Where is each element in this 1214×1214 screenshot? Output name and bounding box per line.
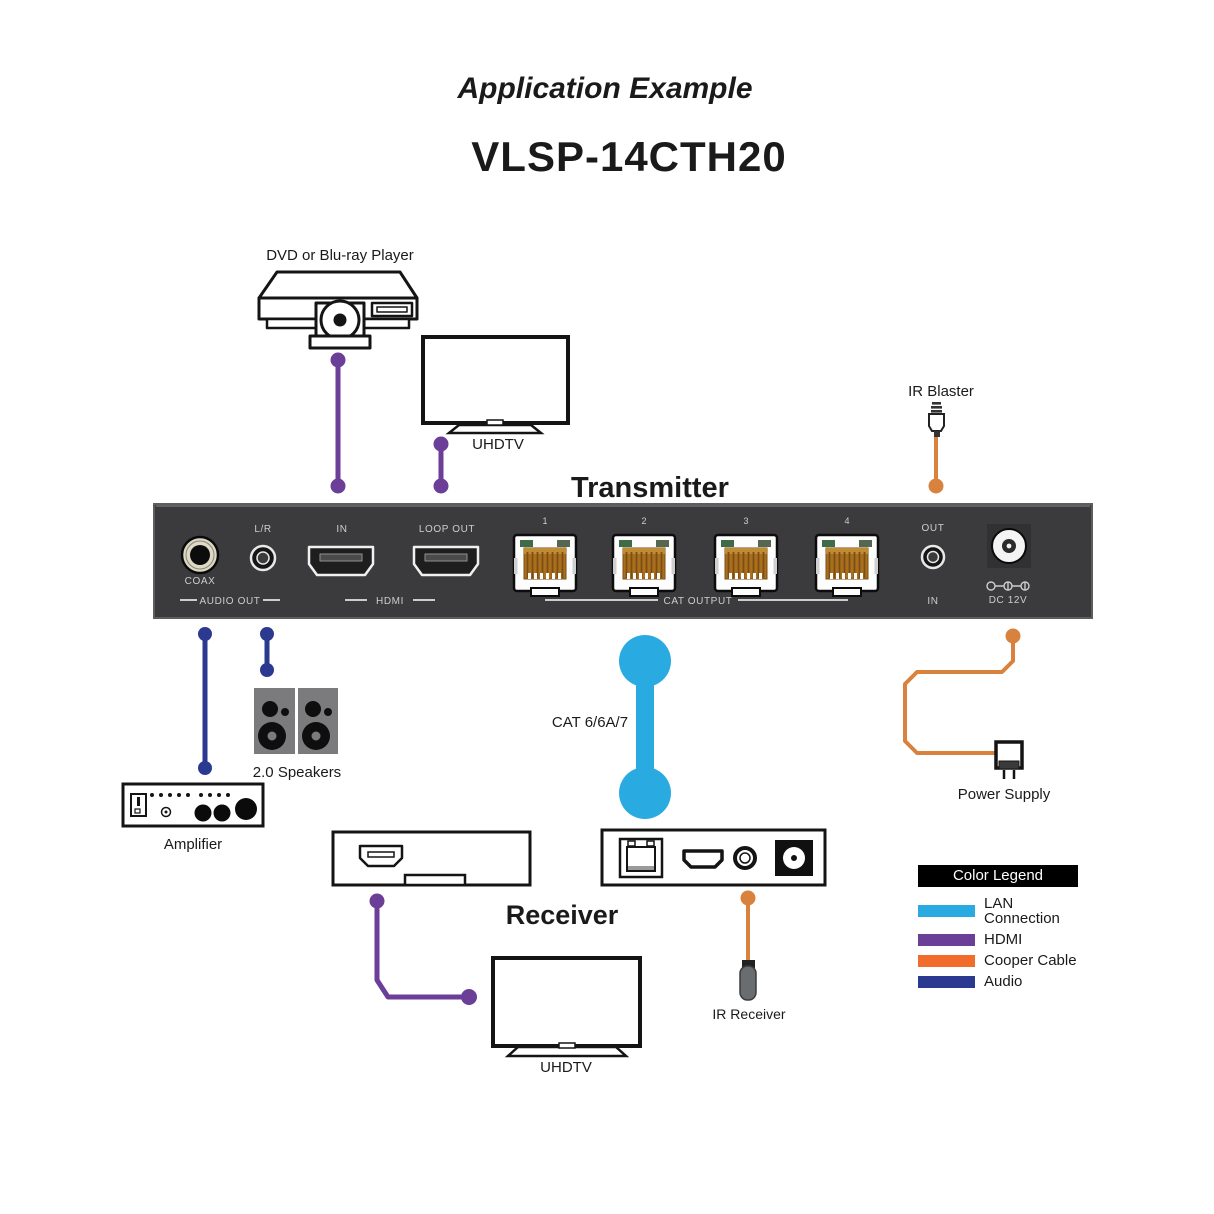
hdmi-in-port-label: IN [336, 524, 347, 535]
uhdtv-top-label: UHDTV [472, 436, 524, 453]
legend-swatch-hdmi [918, 933, 975, 946]
ir-out-port [920, 544, 946, 570]
cat-port-1-label: 1 [542, 516, 547, 526]
loop-out-port-label: LOOP OUT [419, 524, 475, 535]
coax-port [180, 535, 220, 575]
page-title: Application Example [456, 72, 752, 105]
ir-blaster-label: IR Blaster [908, 383, 974, 400]
rj45-ports [512, 533, 880, 597]
legend-label-hdmi: HDMI [984, 931, 1023, 948]
legend-row-lan: LAN Connection [918, 896, 1078, 926]
amplifier-icon [121, 782, 265, 828]
color-legend-title: Color Legend [918, 865, 1078, 887]
legend-label-copper: Cooper Cable [984, 952, 1077, 969]
receiver-label: Receiver [506, 900, 619, 930]
rj45-port [713, 533, 779, 597]
speakers-icon [254, 688, 338, 754]
cat-cable-label: CAT 6/6A/7 [552, 714, 628, 731]
legend-swatch-lan [918, 905, 975, 917]
coax-port-label: COAX [185, 576, 216, 587]
lan-cable-icon [619, 635, 671, 819]
audio-cable-lr-to-speakers [260, 627, 274, 677]
dc-power-port [987, 524, 1031, 568]
audio-out-group-label: AUDIO OUT [200, 596, 261, 607]
model-number: VLSP-14CTH20 [471, 133, 786, 180]
receiver-rj45-icon [618, 837, 664, 879]
dvd-player-label: DVD or Blu-ray Player [266, 247, 414, 264]
cat-output-group-label: CAT OUTPUT [664, 596, 733, 607]
legend-row-copper: Cooper Cable [918, 953, 1078, 968]
legend-row-audio: Audio [918, 974, 1078, 989]
receiver-rear-box [600, 828, 827, 887]
ir-receiver-icon [739, 960, 757, 1001]
receiver-ir-jack-icon [733, 846, 757, 870]
power-supply-label: Power Supply [958, 786, 1051, 803]
uhdtv-bottom-label: UHDTV [540, 1059, 592, 1076]
dc-port-label: DC 12V [989, 595, 1028, 606]
cat-port-3-label: 3 [743, 516, 748, 526]
receiver-hdmi-icon [682, 849, 724, 869]
hdmi-cable-receiver-to-tv [369, 893, 477, 1005]
receiver-front-box [331, 830, 532, 887]
loop-out-port [412, 545, 480, 577]
uhdtv-top-icon [421, 335, 570, 435]
audio-cable-coax-to-amplifier [198, 627, 212, 775]
transmitter-label: Transmitter [571, 472, 729, 504]
ir-receiver-label: IR Receiver [712, 1006, 785, 1022]
cat-port-2-label: 2 [641, 516, 646, 526]
transmitter-panel: COAX L/R IN LOOP OUT AUDIO OUT HDMI 1 2 [153, 503, 1093, 619]
rj45-port [512, 533, 578, 597]
rj45-port [611, 533, 677, 597]
dc-polarity-icon [986, 581, 1030, 591]
color-legend: Color Legend LAN Connection HDMI Cooper … [918, 865, 1078, 989]
lr-port [249, 544, 277, 572]
power-supply-icon [994, 740, 1024, 779]
hdmi-cable-dvd-to-transmitter [330, 352, 346, 494]
dvd-player-icon [257, 270, 419, 350]
lr-port-label: L/R [254, 524, 271, 535]
rj45-port [814, 533, 880, 597]
copper-cable-receiver-to-ir [740, 890, 756, 962]
legend-swatch-audio [918, 975, 975, 988]
speakers-label: 2.0 Speakers [253, 764, 341, 781]
ir-in-port-label: IN [927, 596, 938, 607]
receiver-dc-jack-icon [775, 840, 813, 876]
amplifier-label: Amplifier [164, 836, 222, 853]
legend-swatch-copper [918, 954, 975, 967]
legend-label-lan: LAN Connection [984, 895, 1060, 927]
uhdtv-bottom-icon [491, 956, 642, 1058]
hdmi-cable-tv-to-transmitter [433, 436, 449, 494]
copper-cable-transmitter-to-psu [903, 628, 1021, 755]
hdmi-group-label: HDMI [376, 596, 404, 607]
hdmi-in-port [307, 545, 375, 577]
ir-blaster-plug-icon [928, 402, 945, 437]
cat-port-4-label: 4 [844, 516, 849, 526]
legend-label-audio: Audio [984, 973, 1023, 990]
ir-out-port-label: OUT [922, 523, 945, 534]
copper-cable-blaster-to-transmitter [928, 437, 944, 494]
legend-row-hdmi: HDMI [918, 932, 1078, 947]
